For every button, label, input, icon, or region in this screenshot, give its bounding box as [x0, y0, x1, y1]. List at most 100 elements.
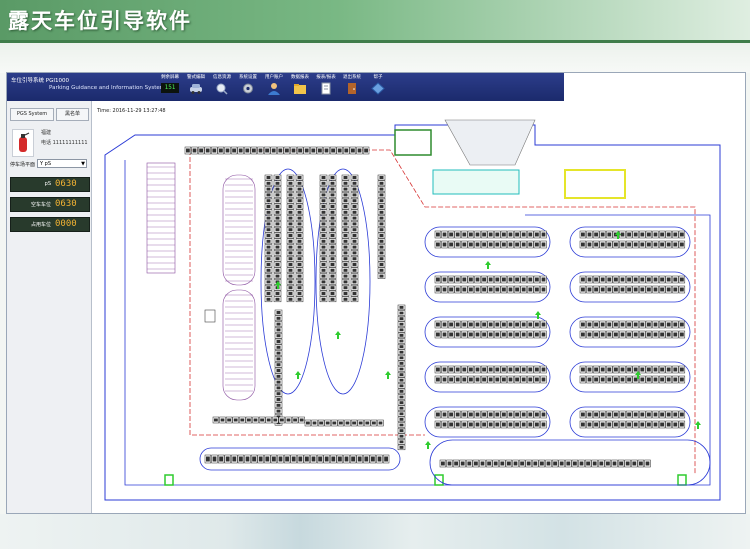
bay-sensor	[647, 367, 651, 372]
bay-sensor	[579, 461, 584, 466]
bay-sensor	[330, 222, 335, 226]
bay-sensor	[266, 257, 271, 261]
bay-sensor	[502, 367, 506, 372]
tool-users[interactable]: 用户账户	[261, 73, 287, 101]
bay-sensor	[358, 421, 363, 425]
bay-sensor	[291, 148, 296, 153]
bay-sensor	[680, 242, 684, 247]
bay-sensor	[321, 297, 326, 301]
bay-sensor	[614, 277, 618, 282]
bay-sensor	[321, 176, 326, 179]
bay-sensor	[285, 148, 289, 153]
bay-sensor	[186, 148, 190, 153]
bay-sensor	[436, 232, 440, 237]
bay-row	[579, 240, 686, 249]
tool-info[interactable]: 信息资源	[209, 73, 235, 101]
bay-sensor	[352, 216, 357, 220]
app-window: 车位引导系统 PGI1000 Parking Guidance and Info…	[6, 72, 746, 514]
bay-sensor	[252, 148, 256, 153]
bay-sensor	[660, 277, 664, 282]
blacklist-button[interactable]: 黑名单	[56, 108, 89, 121]
bay-sensor	[266, 228, 271, 232]
bay-sensor	[298, 148, 302, 153]
lane-island	[424, 226, 551, 258]
tool-reports[interactable]: 数据报表	[287, 73, 313, 101]
bay-sensor	[488, 242, 493, 247]
bay-sensor	[442, 242, 447, 247]
bay-sensor	[515, 232, 519, 237]
bay-sensor	[297, 187, 302, 191]
bay-sensor	[275, 239, 280, 243]
bay-sensor	[673, 332, 678, 337]
bay-sensor	[647, 412, 651, 417]
bay-sensor	[653, 287, 658, 292]
bay-sensor	[352, 286, 357, 290]
bay-sensor	[352, 292, 357, 295]
lane-island	[424, 406, 551, 438]
bay-sensor	[288, 239, 293, 243]
bay-sensor	[343, 245, 348, 249]
document-icon	[321, 82, 331, 95]
pgs-system-button[interactable]: PGS System	[10, 108, 54, 121]
tool-edit[interactable]: 警式编辑	[183, 73, 209, 101]
bay-sensor	[330, 199, 335, 203]
bay-sensor	[586, 461, 590, 466]
bay-sensor	[275, 257, 280, 261]
bay-sensor	[330, 268, 335, 272]
bay-sensor	[321, 181, 326, 185]
bay-sensor	[640, 322, 645, 327]
bay-sensor	[653, 367, 658, 372]
tool-remaining-screen[interactable]: 剩余屏幕 151	[157, 73, 183, 101]
bay-sensor	[265, 148, 269, 153]
bay-sensor	[276, 398, 281, 401]
tool-help[interactable]: 帮子	[365, 73, 391, 101]
tool-settings[interactable]: 系统设置	[235, 73, 261, 101]
bay-sensor	[627, 287, 631, 292]
bay-sensor	[653, 277, 658, 282]
tool-label: 帮子	[373, 75, 383, 80]
bay-sensor	[330, 234, 335, 237]
zone-select[interactable]: Y pS ▼	[37, 159, 87, 168]
bay-sensor	[399, 367, 404, 371]
bay-sensor	[288, 292, 293, 295]
bay-sensor	[515, 367, 519, 372]
bay-sensor	[673, 422, 678, 427]
bay-sensor	[352, 234, 357, 237]
bay-sensor	[352, 239, 357, 243]
bay-sensor	[378, 421, 383, 425]
bay-sensor	[205, 148, 210, 153]
bay-sensor	[275, 292, 280, 295]
bay-sensor	[600, 332, 605, 337]
bay-sensor	[288, 210, 293, 214]
bay-sensor	[379, 222, 384, 226]
bay-row	[434, 330, 547, 339]
bay-sensor	[219, 148, 223, 153]
bay-row	[579, 285, 686, 294]
tool-label: 信息资源	[213, 75, 231, 80]
bay-sensor	[288, 187, 293, 191]
bay-sensor	[614, 412, 618, 417]
bay-sensor	[488, 332, 493, 337]
bay-sensor	[521, 412, 526, 417]
bay-row	[434, 285, 547, 294]
bay-sensor	[233, 418, 238, 422]
bay-sensor	[520, 461, 524, 466]
parking-map[interactable]	[95, 115, 741, 511]
bay-sensor	[273, 418, 278, 422]
tool-exit[interactable]: 退出系统	[339, 73, 365, 101]
bay-sensor	[607, 277, 612, 282]
bay-column	[264, 174, 273, 303]
bay-sensor	[488, 377, 493, 382]
bay-sensor	[666, 332, 671, 337]
bay-sensor	[627, 277, 631, 282]
bay-sensor	[666, 232, 671, 237]
bay-sensor	[528, 242, 533, 247]
bay-sensor	[330, 280, 335, 284]
tool-report-doc[interactable]: 报表/报表	[313, 73, 339, 101]
bay-sensor	[330, 297, 335, 301]
bay-sensor	[297, 228, 302, 232]
bay-sensor	[607, 377, 612, 382]
bay-sensor	[441, 461, 445, 466]
bay-sensor	[528, 367, 533, 372]
bay-sensor	[600, 277, 605, 282]
